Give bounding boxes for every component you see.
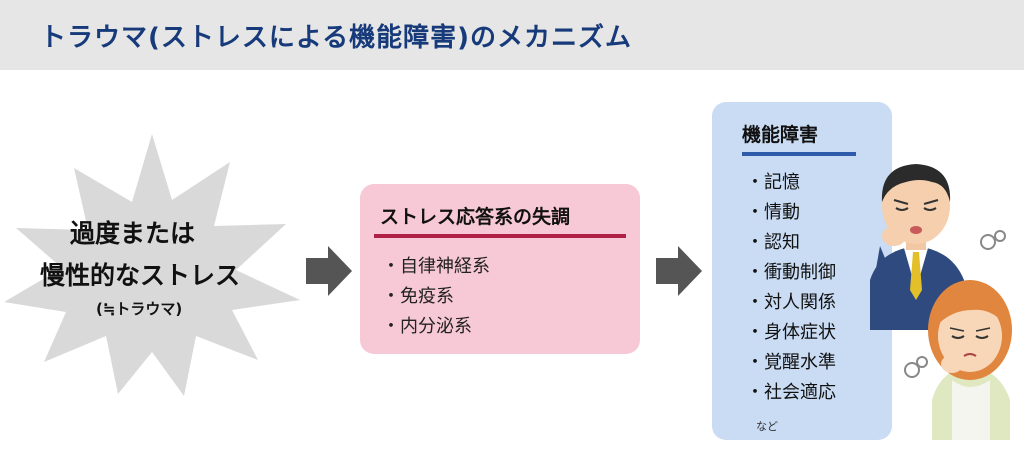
dysfunction-list: ・記憶 ・情動 ・認知 ・衝動制御 ・対人関係 ・身体症状 ・覚醒水準 ・社会適… [746,168,836,408]
header-bar: トラウマ(ストレスによる機能障害)のメカニズム [0,0,1024,70]
stress-response-title: ストレス応答系の失調 [380,206,571,228]
list-item: ・内分泌系 [382,316,472,337]
list-item: ・自律神経系 [382,256,490,277]
list-item: ・覚醒水準 [746,352,836,373]
dysfunction-underline [742,152,856,156]
stress-response-underline [374,234,626,238]
stress-burst-icon [4,134,300,396]
stress-response-box: ストレス応答系の失調 ・自律神経系 ・免疫系 ・内分泌系 [360,184,640,354]
list-item: ・認知 [746,232,800,253]
sigh-icon [904,230,1006,378]
list-item: ・免疫系 [382,286,454,307]
right-arrow-icon [656,246,702,296]
worried-woman-icon [928,280,1012,440]
cause-text-line2: 慢性的なストレス [40,261,241,290]
stress-response-list: ・自律神経系 ・免疫系 ・内分泌系 [382,252,490,342]
page-title: トラウマ(ストレスによる機能障害)のメカニズム [40,23,632,53]
people-illustration [870,164,1012,440]
cause-text-line3: (≒トラウマ) [96,300,183,318]
list-item: ・社会適応 [746,382,836,403]
list-item: ・衝動制御 [746,262,836,283]
list-item: ・身体症状 [746,322,836,343]
right-arrow-icon [306,246,352,296]
list-item: ・情動 [746,202,800,223]
list-item: ・記憶 [746,172,800,193]
dysfunction-title: 機能障害 [742,124,819,146]
dysfunction-etc: など [756,420,778,433]
cause-text-line1: 過度または [70,219,196,248]
dysfunction-box: 機能障害 ・記憶 ・情動 ・認知 ・衝動制御 ・対人関係 ・身体症状 ・覚醒水準… [712,102,892,440]
list-item: ・対人関係 [746,292,836,313]
